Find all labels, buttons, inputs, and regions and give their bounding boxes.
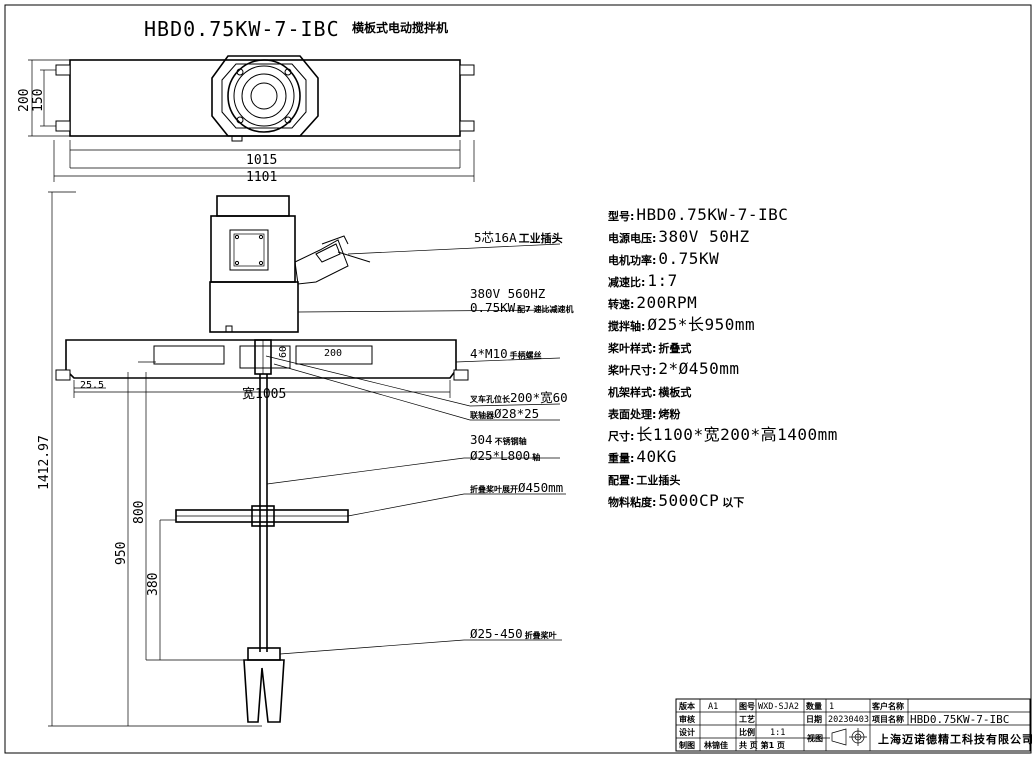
- tb-pages: 共 页 第1 页: [739, 740, 785, 750]
- spec-key: 桨叶尺寸:: [607, 363, 656, 377]
- drawing-title-model: HBD0.75KW-7-IBC: [144, 17, 340, 41]
- side-dim-800: 800: [132, 501, 147, 524]
- spec-key: 重量:: [608, 451, 634, 465]
- tb-company: 上海迈诺德精工科技有限公司: [878, 732, 1034, 746]
- tb-process-label: 工艺: [739, 714, 755, 724]
- spec-row: 表面处理:烤粉: [607, 407, 680, 421]
- spec-row: 转速:200RPM: [608, 293, 697, 312]
- spec-key: 电机功率:: [608, 253, 656, 267]
- spec-key: 电源电压:: [608, 231, 656, 245]
- top-view: 200 150 1015 1101: [17, 55, 475, 185]
- spec-row: 重量:40KG: [608, 447, 677, 466]
- spec-value: 2*Ø450mm: [658, 359, 739, 378]
- callout-voltage: 380V 560HZ: [470, 286, 546, 301]
- spec-row: 搅拌轴:Ø25*长950mm: [608, 315, 755, 334]
- top-dim-200: 200: [17, 89, 32, 112]
- tb-drafter: 林锦佳: [704, 740, 728, 750]
- spec-row: 电机功率:0.75KW: [608, 249, 719, 268]
- spec-key: 物料粘度:: [608, 495, 656, 509]
- tb-date: 20230403: [828, 715, 869, 725]
- spec-key: 桨叶样式:: [607, 341, 656, 355]
- tb-scale-label: 比例: [739, 727, 755, 737]
- spec-row: 机架样式:横板式: [608, 385, 691, 399]
- spec-value: 380V 50HZ: [658, 227, 749, 246]
- spec-value: 200RPM: [636, 293, 697, 312]
- tb-version-label: 版本: [678, 701, 695, 711]
- tb-qty-label: 数量: [806, 701, 822, 711]
- spec-key: 配置:: [608, 473, 634, 487]
- callout-impeller-span: 折叠桨叶展开Ø450mm: [470, 480, 563, 495]
- spec-row: 电源电压:380V 50HZ: [608, 227, 750, 246]
- title-block: 版本 A1 图号 WXD-SJA2 数量 1 客户名称 审核 工艺 日期 202…: [675, 698, 1034, 752]
- spec-row: 减速比:1:7: [608, 271, 678, 290]
- drawing-border: [4, 4, 1032, 754]
- tb-project: HBD0.75KW-7-IBC: [910, 713, 1009, 726]
- side-dim-slot-h: 60: [278, 346, 289, 358]
- spec-value: HBD0.75KW-7-IBC: [636, 205, 788, 224]
- callout-forklift: 叉车孔位长200*宽60: [469, 390, 568, 405]
- side-dim-1005: 宽1005: [242, 386, 286, 402]
- callout-coupling: 联轴器Ø28*25: [470, 406, 539, 421]
- spec-row: 配置:工业插头: [608, 473, 680, 487]
- spec-row: 桨叶样式:折叠式: [607, 341, 691, 355]
- tb-draw-label: 制图: [679, 740, 695, 750]
- spec-row: 尺寸:长1100*宽200*高1400mm: [608, 425, 838, 444]
- side-dim-950: 950: [114, 542, 129, 565]
- top-dim-1101: 1101: [246, 170, 277, 185]
- spec-key: 表面处理:: [607, 407, 656, 421]
- spec-key: 型号:: [608, 209, 634, 223]
- spec-value: 1:7: [647, 271, 677, 290]
- spec-key: 转速:: [608, 297, 634, 311]
- side-dim-25-5: 25.5: [80, 380, 104, 391]
- spec-value: 烤粉: [658, 407, 680, 421]
- tb-drawing-no: WXD-SJA2: [758, 702, 799, 712]
- tb-view-label: 视图: [807, 733, 823, 743]
- spec-value: 工业插头: [636, 473, 680, 487]
- tb-drawing-no-label: 图号: [739, 702, 755, 711]
- spec-value: 长1100*宽200*高1400mm: [636, 425, 838, 444]
- tb-scale: 1:1: [770, 728, 785, 738]
- tb-customer-label: 客户名称: [871, 701, 904, 711]
- tb-review-label: 审核: [679, 714, 695, 724]
- spec-suffix: 以下: [722, 496, 744, 509]
- tb-qty: 1: [829, 702, 834, 712]
- side-dim-total-height: 1412.97: [37, 435, 52, 490]
- spec-value: Ø25*长950mm: [647, 315, 755, 334]
- side-dim-380: 380: [146, 573, 161, 596]
- spec-value: 40KG: [636, 447, 677, 466]
- top-dim-150: 150: [31, 89, 46, 112]
- drawing-title-name: 横板式电动搅拌机: [352, 20, 448, 35]
- spec-value: 横板式: [658, 385, 691, 399]
- side-dim-slot-200: 200: [324, 348, 342, 359]
- spec-key: 搅拌轴:: [608, 319, 645, 333]
- spec-key: 机架样式:: [608, 385, 656, 399]
- spec-value: 折叠式: [658, 341, 691, 355]
- tb-date-label: 日期: [806, 714, 822, 724]
- spec-value: 5000CP: [658, 491, 719, 510]
- spec-row: 桨叶尺寸:2*Ø450mm: [607, 359, 739, 378]
- spec-key: 尺寸:: [608, 429, 634, 443]
- tb-design-label: 设计: [679, 727, 695, 737]
- tb-project-label: 项目名称: [872, 714, 904, 724]
- tb-version: A1: [708, 702, 718, 712]
- spec-value: 0.75KW: [658, 249, 719, 268]
- top-dim-1015: 1015: [246, 153, 277, 168]
- spec-row: 型号:HBD0.75KW-7-IBC: [608, 205, 788, 224]
- side-view: 1412.97 60 200 宽1005: [37, 191, 566, 727]
- spec-key: 减速比:: [608, 275, 645, 289]
